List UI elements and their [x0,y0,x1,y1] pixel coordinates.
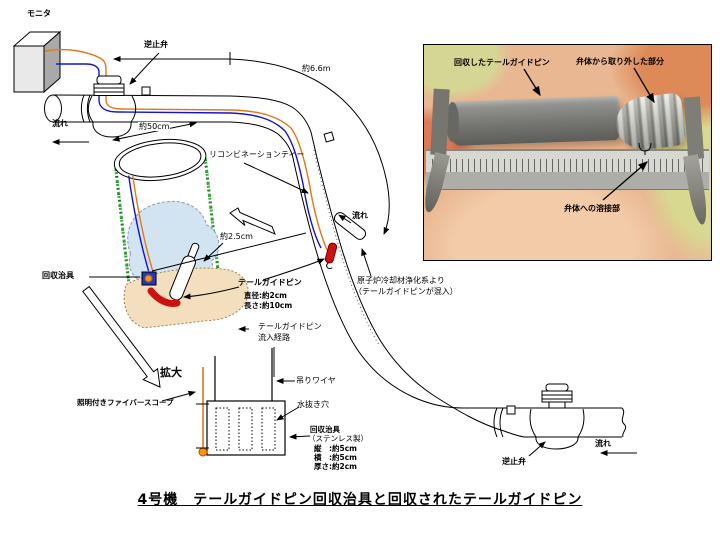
flow-mid-label: 流れ [352,211,368,220]
check-valve-bottom-label: 逆止弁 [502,457,526,466]
photo-pin-end-cap [446,102,459,142]
inflow-path-label-1: テールガイドピン [258,322,322,331]
enlarge-arrow [82,285,161,388]
tank-contents [141,242,200,307]
recovery-jig-enlarged [196,347,286,457]
leader-lines [52,52,637,457]
jig-spec-material: （ステンレス製） [308,434,368,443]
flow-top-label: 流れ [52,119,68,128]
pipe-bore-label: 約2.5cm [219,232,254,242]
jig-spec-thickness: 厚さ:約2cm [314,462,357,471]
fiberscope-probe [169,242,200,301]
piping [44,86,627,438]
fiberscope-label: 照明付きファイバースコープ [77,398,174,407]
pin-diameter-label: 直径:約2cm [244,291,287,300]
inflow-path-label-2: 流入経路 [258,333,290,342]
photo-annotations [523,67,655,201]
photo-inset: 回収したテールガイドピン 弁体から取り外した部分 弁体への溶接部 [420,44,712,261]
jig-spec-width: 横 :約5cm [314,453,357,462]
check-valve-bottom [529,383,585,450]
jig-spec-height: 縦 :約5cm [314,444,357,453]
photo-weld-joint-label: 弁体への溶接部 [564,204,620,213]
tail-guide-pin-label: テールガイドピン [238,278,302,287]
jig-spec-name: 回収治具 [310,425,340,434]
check-valve-top [87,75,137,138]
rwcu-source-label-2: （テールガイドピンが混入） [354,287,458,296]
pin-in-pipe [324,242,338,269]
page-title: 4号機 テールガイドピン回収治具と回収されたテールガイドピン [137,492,583,508]
flow-bottom-label: 流れ [595,439,611,448]
rwcu-source-label-1: 原子炉冷却材浄化系より [357,276,445,285]
caliper-ruler [426,149,709,190]
recovery-jig-label: 回収治具 [42,271,74,280]
pipe-length-dimension [113,52,390,235]
photo-recovered-pin-label: 回収したテールガイドピン [454,58,550,67]
hanging-wire-label: 吊りワイヤ [296,376,336,385]
monitor-box [12,30,62,94]
tee-width-dimension [112,121,197,142]
pin-length-label: 長さ:約10cm [244,301,293,310]
tee-width-label: 約50cm [138,122,171,132]
enlarge-label: 拡大 [160,366,182,379]
tail-guide-pin-red [147,287,181,307]
monitor-label: モニタ [27,9,51,18]
drain-holes-label: 水抜き穴 [297,400,329,409]
check-valve-top-label: 逆止弁 [144,40,168,49]
scope-light-dot [144,274,153,283]
pipe-length-label: 約6.6m [301,64,332,74]
recombination-tee-label: リコンビネーションティー [209,150,305,159]
ruler-ticks [432,159,703,172]
photo-removed-part-label: 弁体から取り外した部分 [576,57,664,66]
tee-callout-arrow [229,207,276,235]
